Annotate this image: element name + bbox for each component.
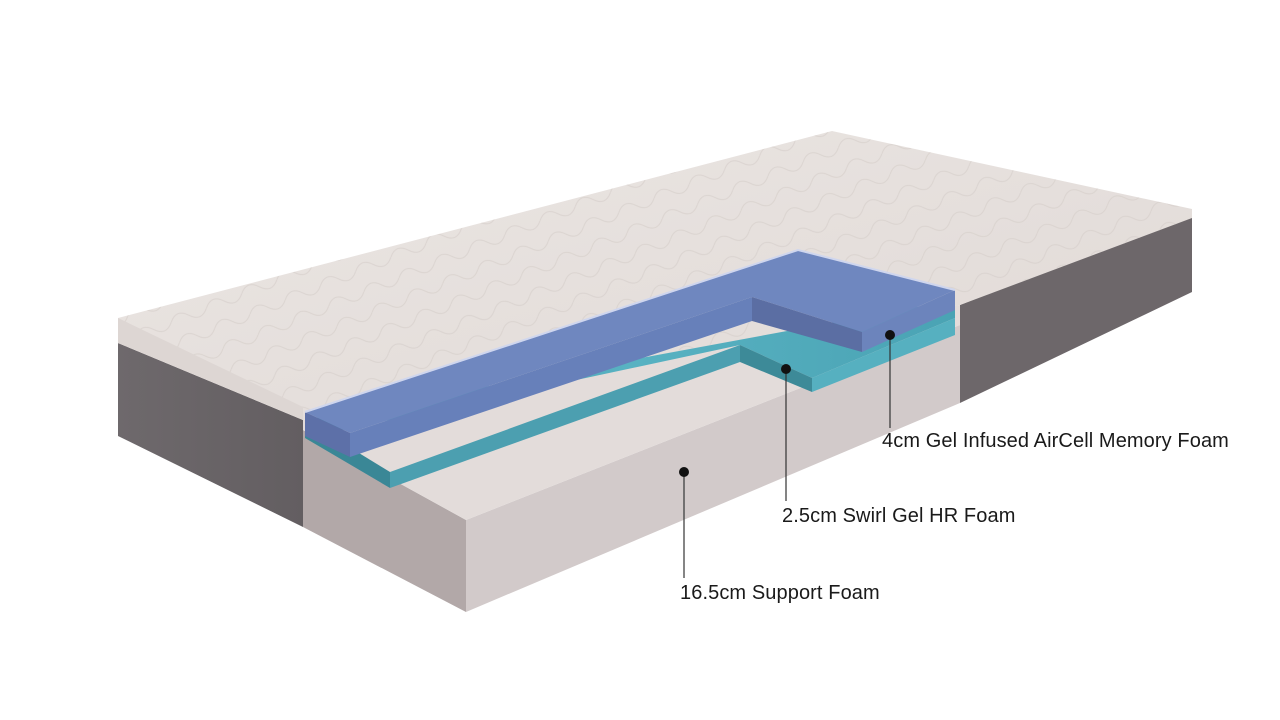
support-foam-front-face bbox=[303, 430, 466, 612]
memory-foam-front-left bbox=[305, 412, 350, 457]
gel-foam-step-front bbox=[812, 318, 955, 392]
callout-memory-foam bbox=[885, 330, 895, 428]
label-gel-foam: 2.5cm Swirl Gel HR Foam bbox=[782, 505, 1016, 527]
callout-support-foam bbox=[679, 467, 689, 578]
callout-dot-memory-foam bbox=[885, 330, 895, 340]
cover-quilt-texture bbox=[118, 131, 1192, 420]
memory-foam-step-side bbox=[752, 297, 862, 352]
memory-foam-front-long bbox=[350, 297, 752, 457]
gel-foam-front-long bbox=[390, 345, 740, 488]
label-support-foam: 16.5cm Support Foam bbox=[680, 582, 880, 604]
gel-foam-top bbox=[305, 300, 955, 438]
memory-foam-top bbox=[305, 250, 955, 433]
mattress-cover bbox=[118, 131, 1192, 527]
callout-gel-foam bbox=[781, 364, 791, 501]
support-foam-side-face bbox=[466, 325, 960, 612]
memory-foam-layer bbox=[304, 248, 956, 457]
callout-dot-support-foam bbox=[679, 467, 689, 477]
cover-front-edge-left bbox=[118, 318, 303, 420]
cover-right-side bbox=[960, 213, 1192, 403]
memory-foam-highlight-edge bbox=[304, 248, 956, 413]
gel-foam-step-side bbox=[740, 345, 812, 392]
callout-dot-gel-foam bbox=[781, 364, 791, 374]
cover-left-front-side bbox=[118, 343, 303, 527]
label-memory-foam: 4cm Gel Infused AirCell Memory Foam bbox=[882, 430, 1229, 452]
